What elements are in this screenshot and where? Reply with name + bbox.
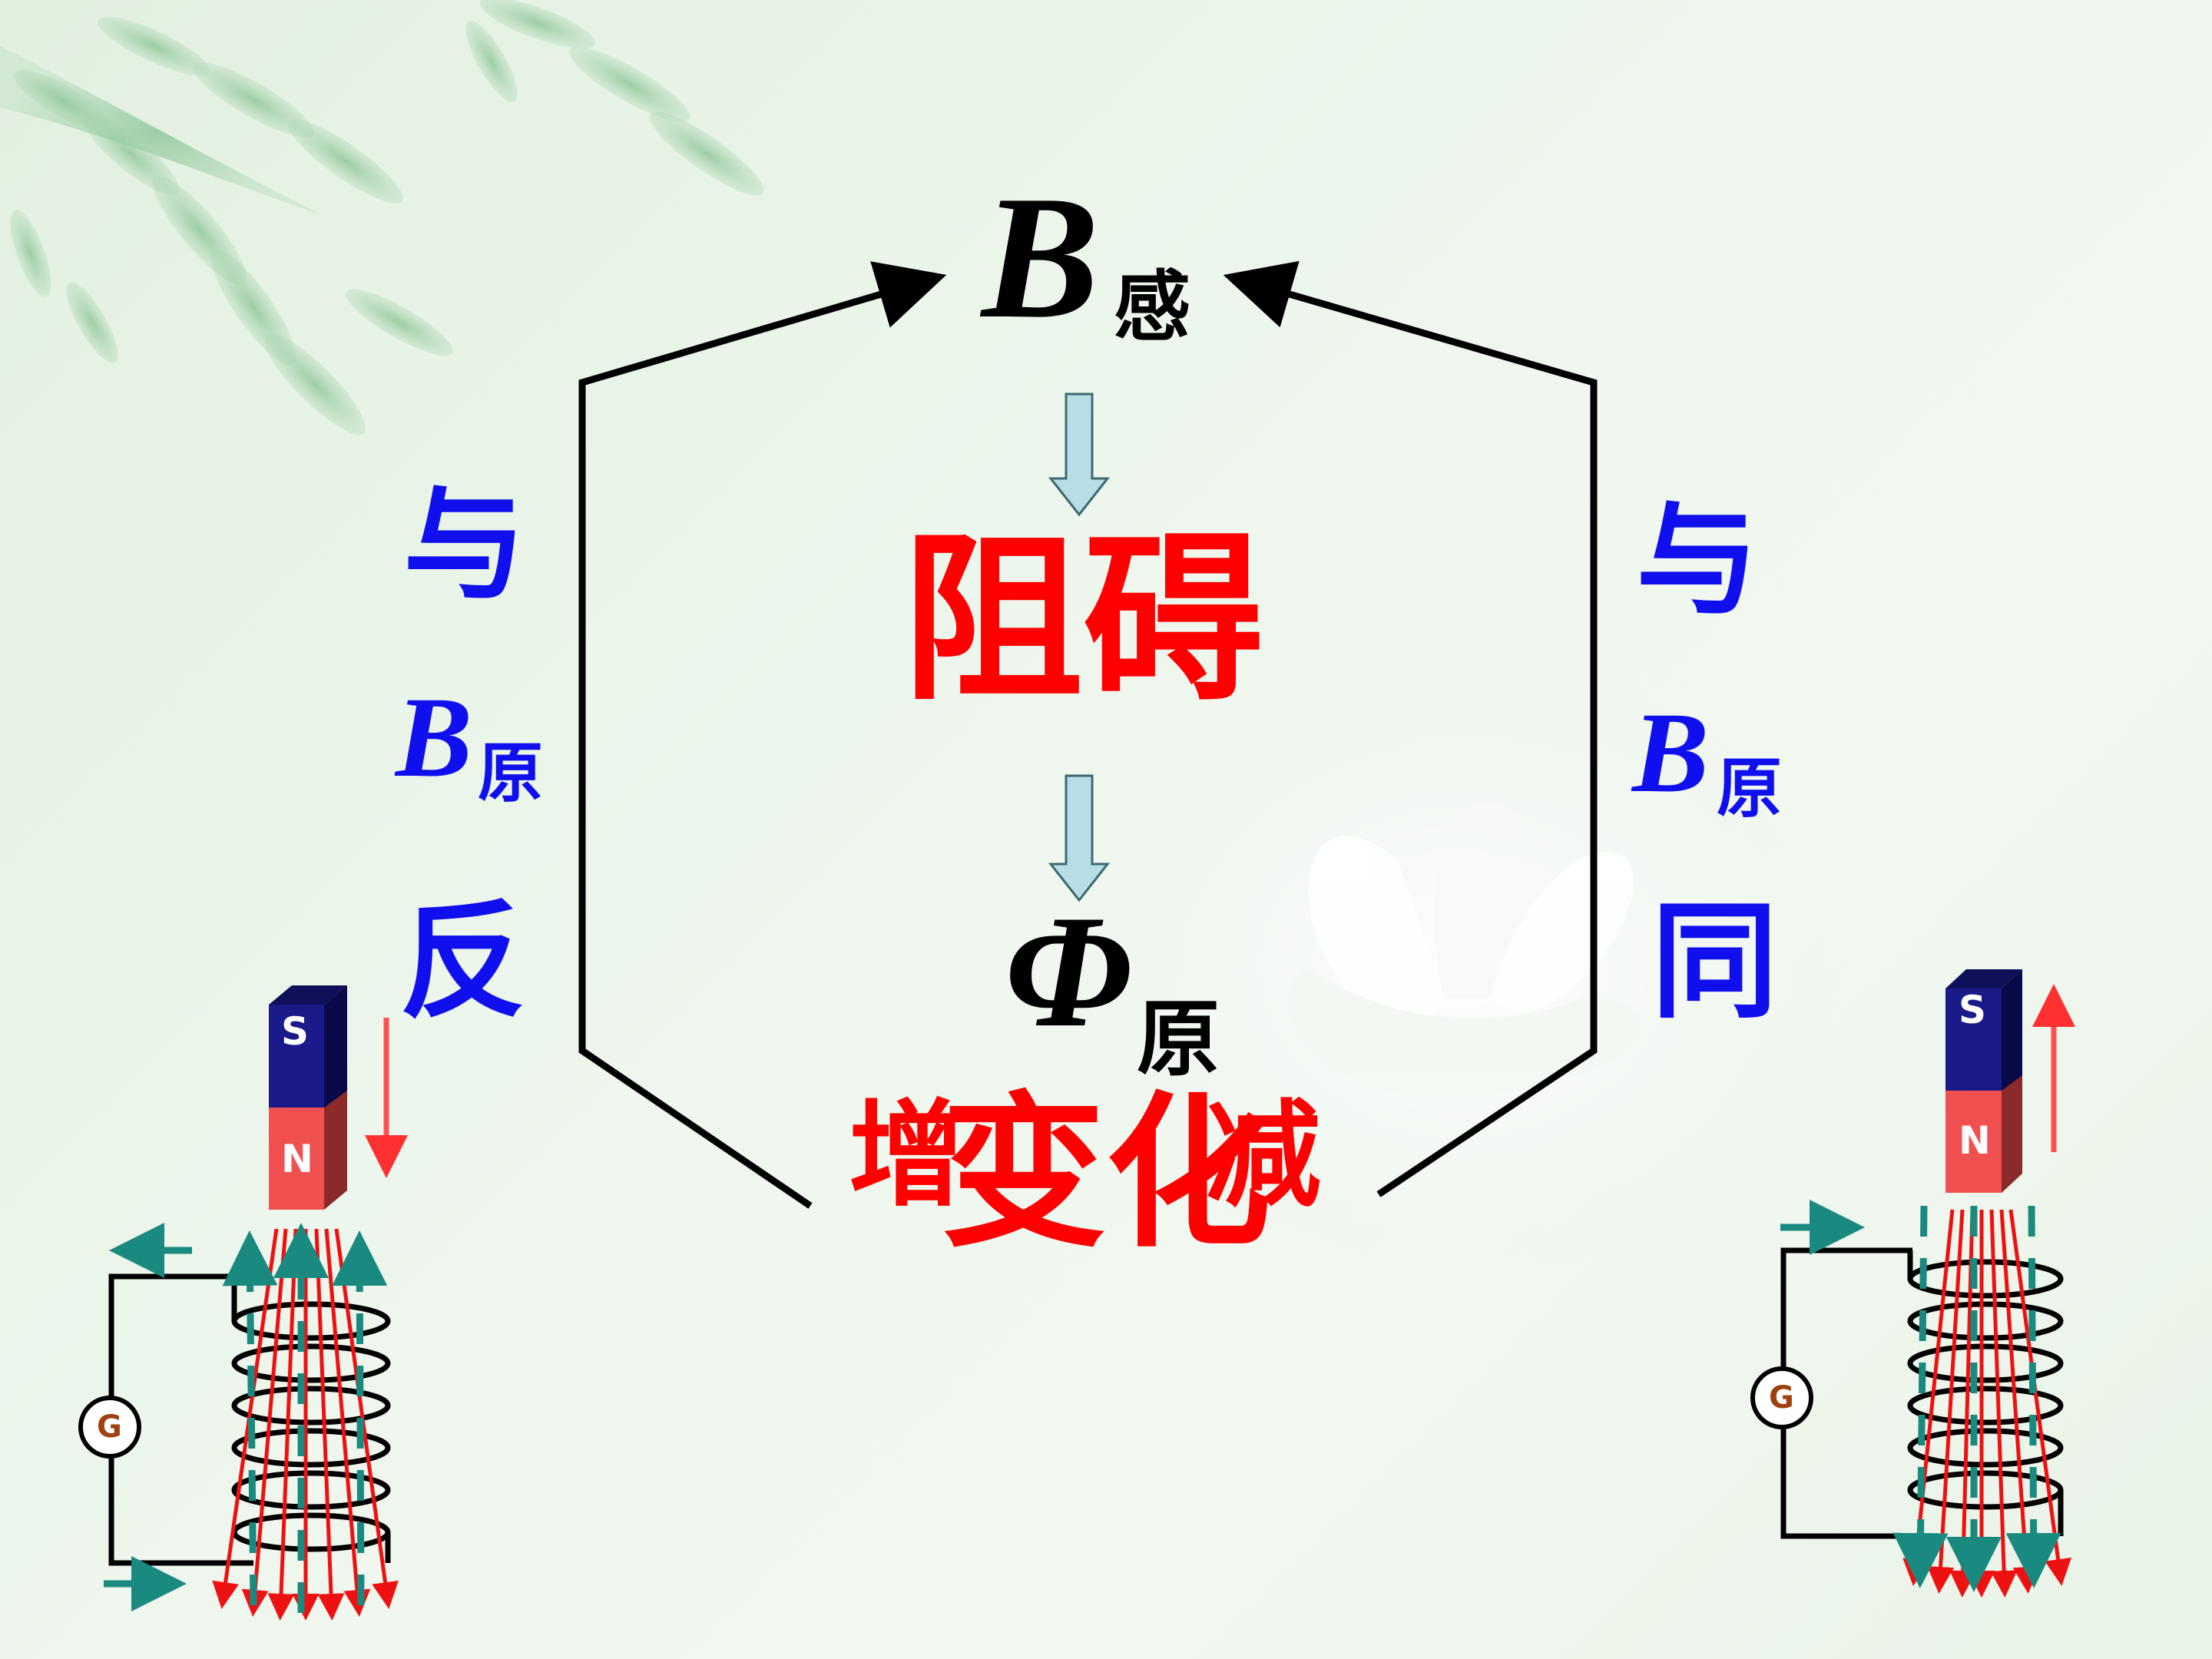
left-magnet-s-label: S xyxy=(281,1009,310,1054)
right-label-b-letter: B xyxy=(1632,689,1710,816)
left-magnet-n-pole xyxy=(269,1108,324,1210)
increase-label: 增 xyxy=(849,1089,965,1223)
right-label-b-subscript: 原 xyxy=(1717,751,1783,827)
phi-original-subscript: 原 xyxy=(1137,992,1220,1088)
decrease-label: 减 xyxy=(1206,1089,1322,1223)
left-label-b-subscript: 原 xyxy=(478,736,544,812)
left-label-b-letter: B xyxy=(396,674,473,801)
right-magnet-n-label: N xyxy=(1959,1118,1991,1163)
left-galvanometer xyxy=(78,1396,141,1459)
left-magnet-s-pole xyxy=(269,1005,324,1108)
left-apparatus xyxy=(78,985,408,1621)
right-coil xyxy=(1907,1250,2064,1536)
down-arrow-2 xyxy=(1048,774,1111,902)
lotus-flower xyxy=(1287,802,1640,1097)
left-galvanometer-label: G xyxy=(97,1409,122,1445)
left-label-opposite: 反 xyxy=(399,888,526,1035)
right-magnet-n-pole xyxy=(1945,1091,2002,1193)
right-induced-field-lines xyxy=(1892,1205,2061,1592)
left-magnet-field-lines xyxy=(212,1228,399,1621)
right-loop-line xyxy=(1223,260,1598,1197)
right-galvanometer xyxy=(1750,1366,1813,1429)
hinder-label: 阻碍 xyxy=(902,515,1263,725)
right-label-same: 同 xyxy=(1651,888,1778,1035)
b-induced-subscript: 感 xyxy=(1114,262,1190,352)
left-loop-line xyxy=(578,261,947,1209)
right-magnet-field-lines xyxy=(1902,1209,2071,1598)
phi-original-letter: Φ xyxy=(1005,882,1132,1061)
right-apparatus xyxy=(1750,969,2075,1598)
willow-leaves xyxy=(0,0,764,435)
change-label: 变化 xyxy=(941,1077,1271,1270)
b-induced-letter: B xyxy=(982,159,1100,355)
right-magnet-s-pole xyxy=(1945,988,2002,1091)
right-label-with: 与 xyxy=(1636,488,1760,632)
left-induced-field-lines xyxy=(222,1223,388,1613)
left-coil xyxy=(231,1277,391,1563)
right-galvanometer-label: G xyxy=(1769,1380,1794,1416)
left-label-with: 与 xyxy=(403,473,527,617)
left-magnet-n-label: N xyxy=(281,1137,313,1181)
down-arrow-1 xyxy=(1048,392,1111,517)
right-magnet-s-label: S xyxy=(1959,988,1987,1032)
